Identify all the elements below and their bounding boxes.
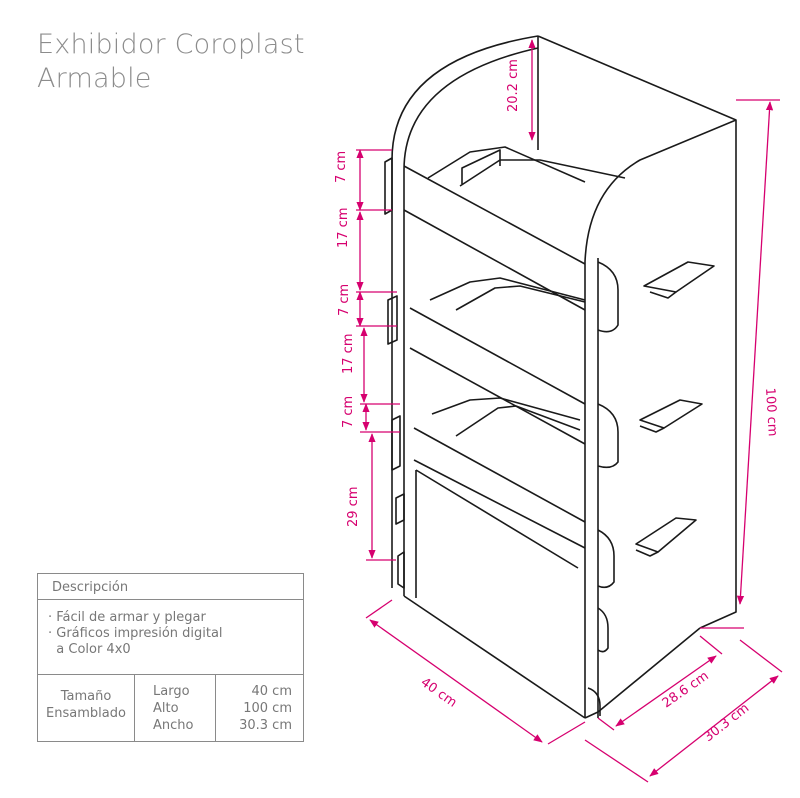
dimension-lines — [356, 39, 783, 783]
dim-depth-outer: 30.3 cm — [701, 701, 752, 745]
dim-gap-3: 7 cm — [337, 284, 352, 316]
spec-bullets: · Fácil de armar y plegar · Gráficos imp… — [38, 600, 303, 657]
dimension-name-largo: Largo — [153, 684, 190, 699]
dim-gap-6: 29 cm — [346, 487, 361, 528]
dimension-name-ancho: Ancho — [153, 718, 194, 733]
dim-width: 40 cm — [418, 675, 460, 711]
spec-table: Descripción · Fácil de armar y plegar · … — [37, 573, 304, 742]
size-row: Tamaño Ensamblado Largo Alto Ancho 40 cm… — [38, 674, 303, 742]
dimension-names: Largo Alto Ancho — [135, 675, 216, 742]
dim-gap-5: 7 cm — [341, 396, 356, 428]
dimension-value-ancho: 30.3 cm — [239, 718, 292, 733]
size-label-line-1: Tamaño — [60, 689, 112, 704]
size-label-line-2: Ensamblado — [46, 706, 126, 721]
dim-height: 100 cm — [762, 387, 780, 437]
stand-outline — [384, 35, 737, 719]
title-line-1: Exhibidor Coroplast — [37, 29, 305, 60]
bullet-2: · Gráficos impresión digital — [48, 626, 223, 641]
dimension-name-alto: Alto — [153, 701, 179, 716]
dim-top-opening: 20.2 cm — [506, 59, 521, 112]
size-label: Tamaño Ensamblado — [38, 675, 135, 742]
dim-gap-4: 17 cm — [341, 334, 356, 375]
spec-header: Descripción — [38, 574, 303, 600]
bullet-3: a Color 4x0 — [48, 642, 131, 657]
title-line-2: Armable — [37, 63, 152, 94]
dimension-value-largo: 40 cm — [251, 684, 293, 699]
dim-gap-1: 7 cm — [334, 151, 349, 183]
bullet-1: · Fácil de armar y plegar — [48, 610, 206, 625]
dimension-values: 40 cm 100 cm 30.3 cm — [216, 675, 304, 742]
dim-gap-2: 17 cm — [336, 208, 351, 249]
product-title: Exhibidor Coroplast Armable — [37, 28, 305, 96]
dimension-value-alto: 100 cm — [243, 701, 292, 716]
